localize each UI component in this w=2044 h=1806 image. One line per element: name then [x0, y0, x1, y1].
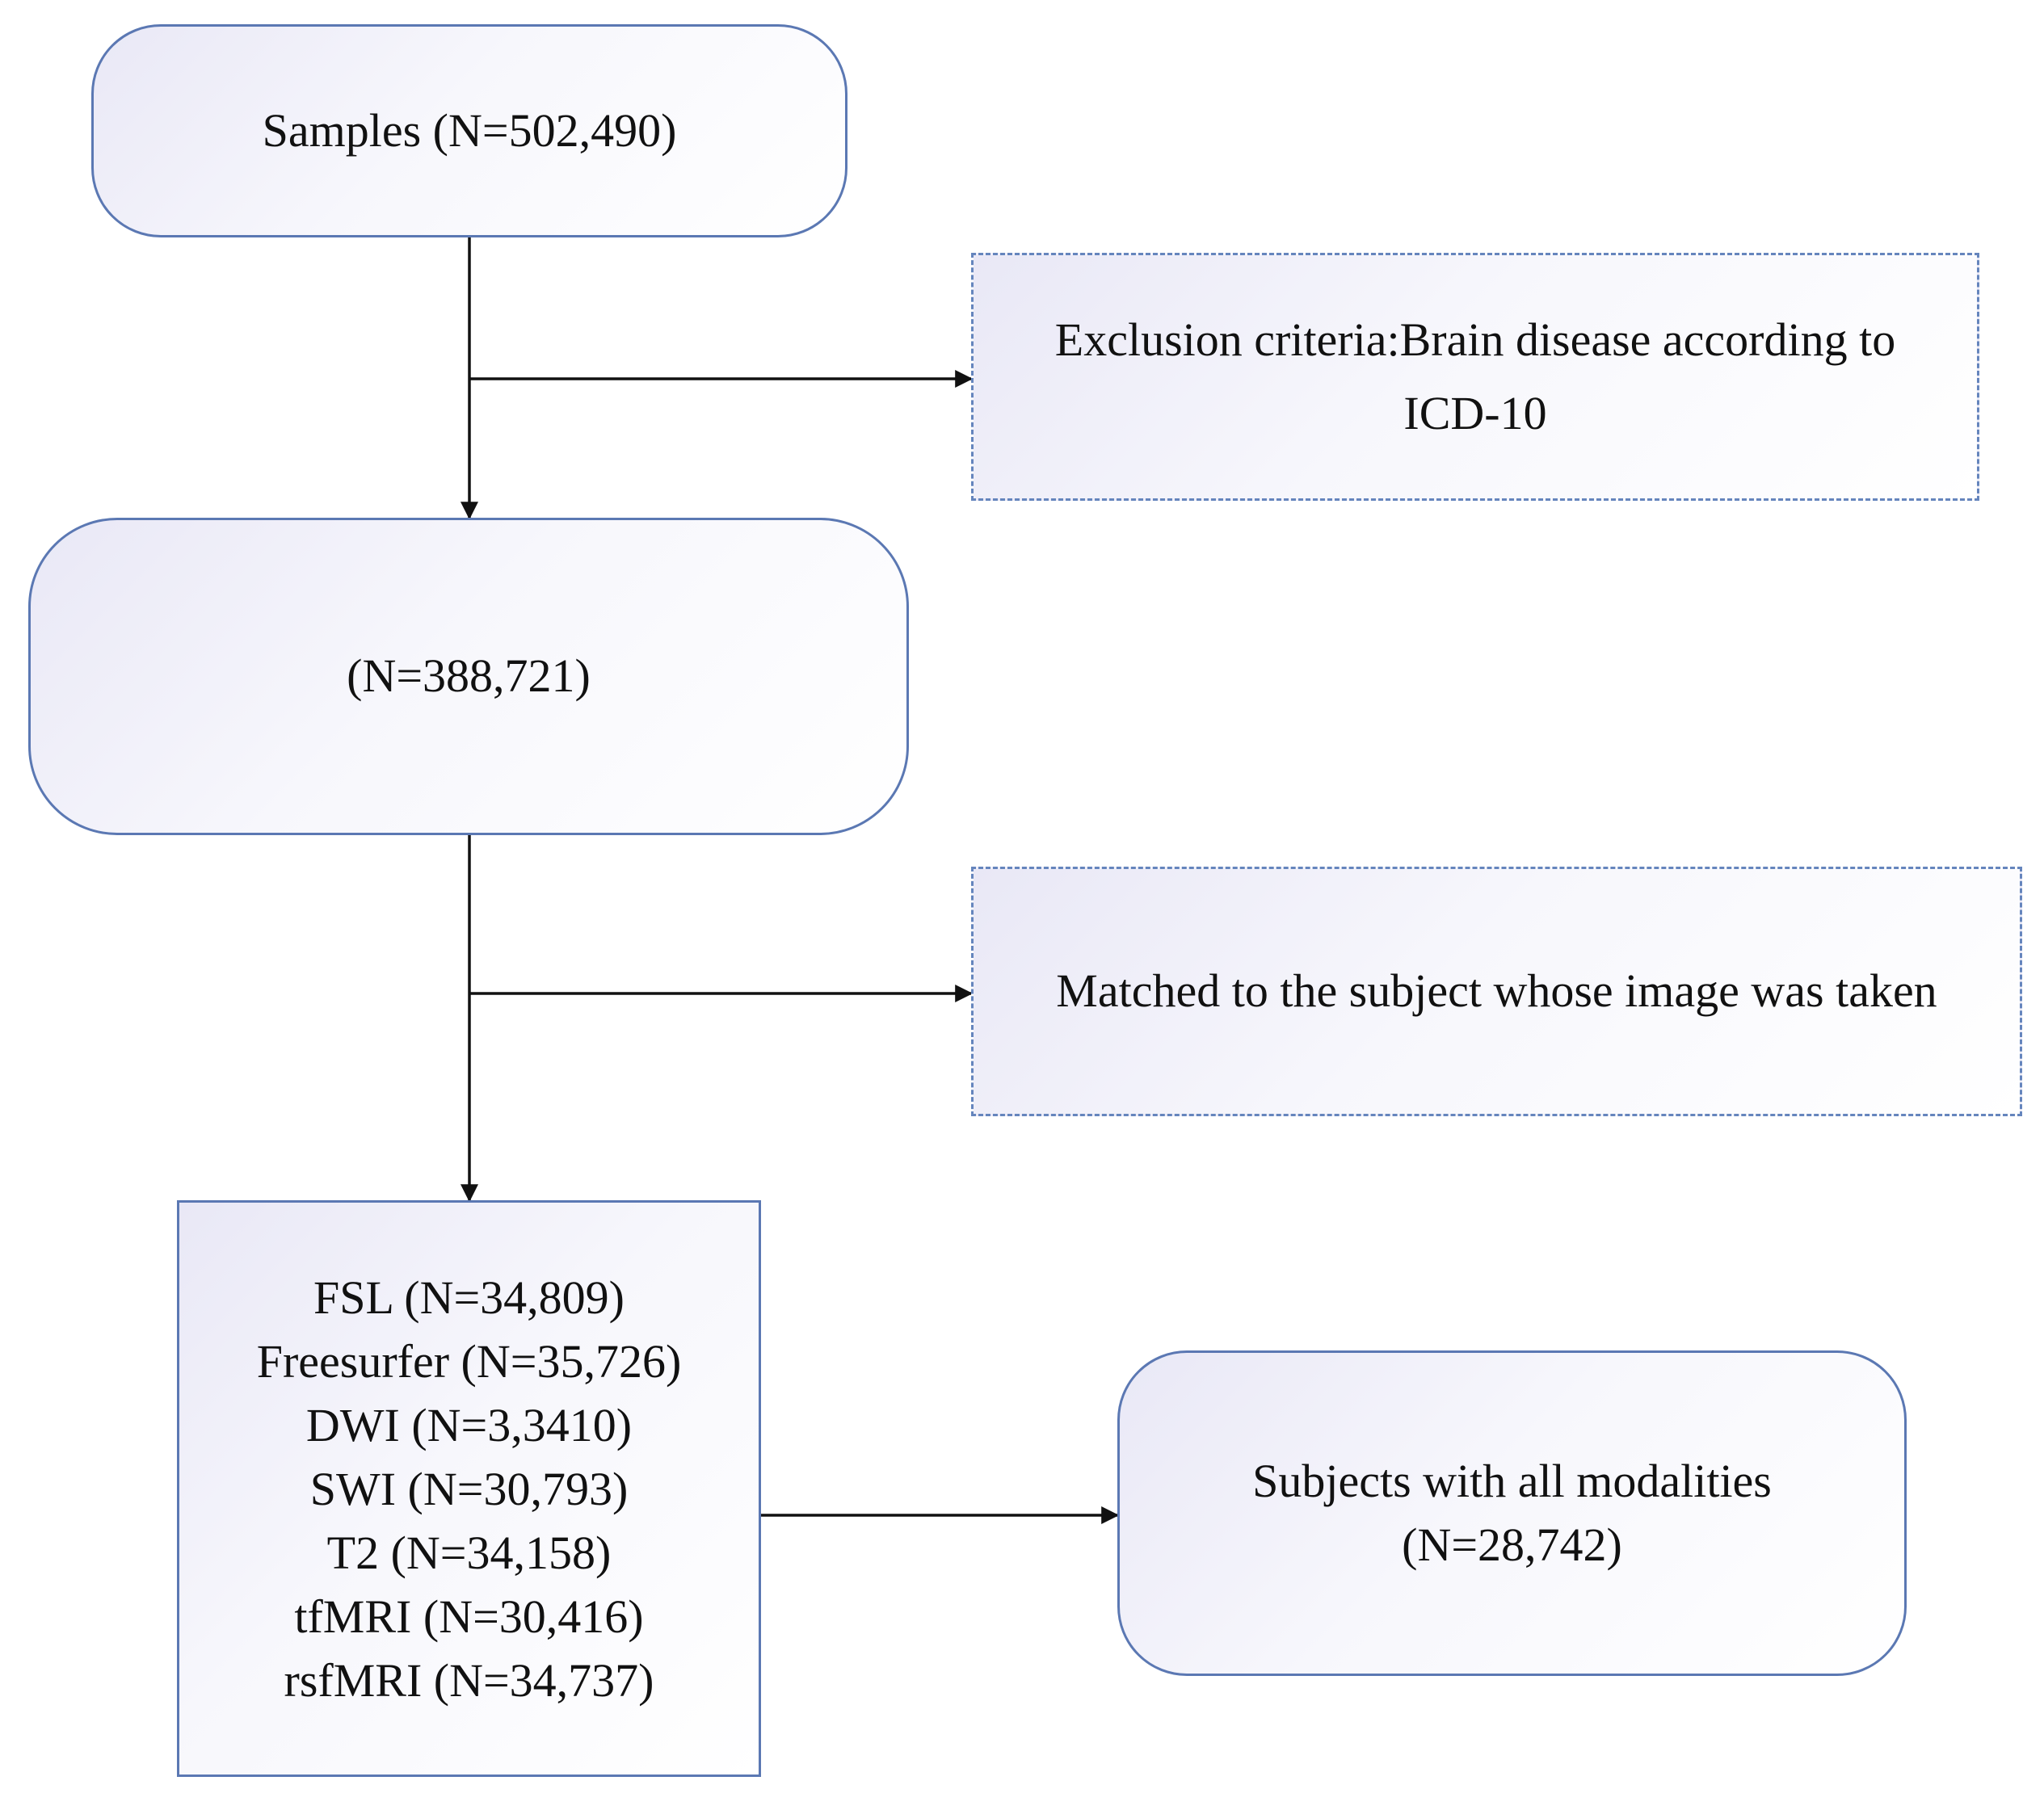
samples-box: Samples (N=502,490) [91, 24, 847, 237]
all-modalities-box: Subjects with all modalities (N=28,742) [1117, 1350, 1907, 1676]
modality-tfmri: tfMRI (N=30,416) [294, 1590, 644, 1643]
modality-rsfmri: rsfMRI (N=34,737) [284, 1653, 654, 1707]
all-modalities-line-1: Subjects with all modalities [1252, 1455, 1772, 1508]
matched-label: Matched to the subject whose image was t… [1056, 964, 1937, 1018]
modality-swi: SWI (N=30,793) [309, 1462, 629, 1515]
modality-dwi: DWI (N=3,3410) [305, 1398, 633, 1451]
exclusion-criteria-box: Exclusion criteria:Brain disease accordi… [971, 253, 1979, 501]
remaining-samples-label: (N=388,721) [347, 649, 591, 703]
modality-t2: T2 (N=34,158) [326, 1526, 612, 1579]
modalities-box: FSL (N=34,809) Freesurfer (N=35,726) DWI… [177, 1200, 761, 1777]
all-modalities-line-2: (N=28,742) [1402, 1518, 1622, 1571]
remaining-samples-box: (N=388,721) [28, 518, 909, 835]
exclusion-line-2: ICD-10 [1403, 386, 1547, 439]
modality-fsl: FSL (N=34,809) [313, 1270, 625, 1324]
exclusion-line-1: Exclusion criteria:Brain disease accordi… [1054, 313, 1896, 367]
samples-label: Samples (N=502,490) [262, 103, 677, 157]
modality-freesurfer: Freesurfer (N=35,726) [256, 1334, 682, 1388]
matched-subjects-box: Matched to the subject whose image was t… [971, 867, 2022, 1116]
